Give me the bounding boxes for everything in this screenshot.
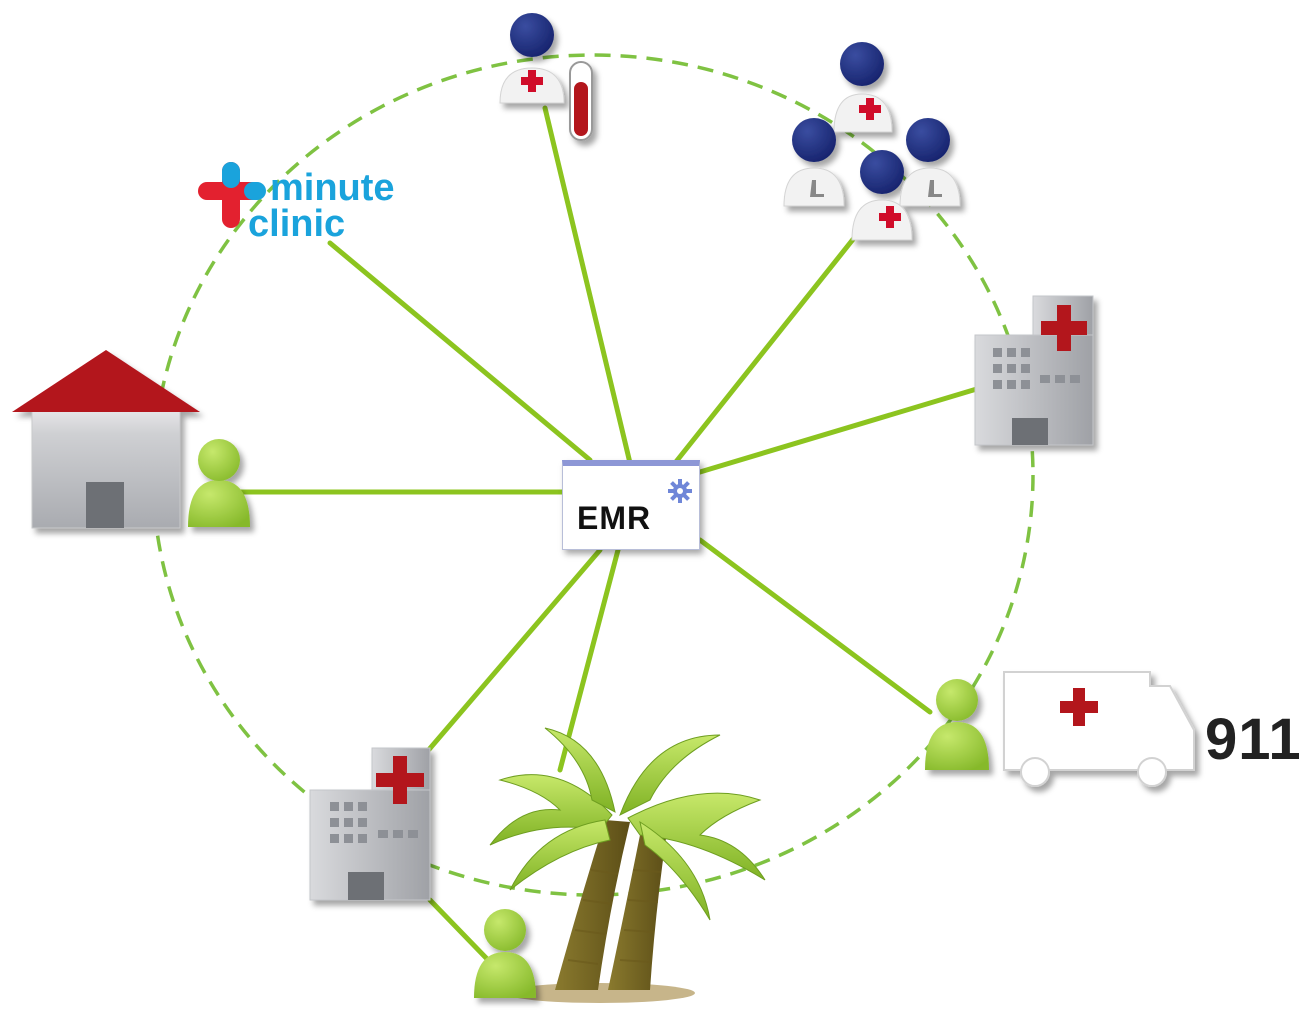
doctor-figure [833,42,893,133]
minute-clinic-line2: clinic [248,203,346,245]
hospital-right-node [974,295,1094,446]
lab-technician-node [499,13,593,141]
person-icon [188,439,250,527]
connector-hospital-right [697,385,983,475]
connector-lines [237,105,983,965]
emr-label: EMR [577,500,652,536]
doctor-figure [851,150,913,241]
connector-lab [542,105,633,466]
doctor-head [510,13,554,57]
connector-hospital-left [417,547,603,763]
minute-clinic-line1: minute [270,167,395,209]
minute-clinic-logo [198,162,266,228]
doctor-figure [899,118,961,207]
person-icon [474,909,536,998]
home-node [12,350,250,529]
hospital-door [1012,418,1048,445]
person-icon [925,679,989,770]
gear-icon [668,479,692,503]
connector-care-team [672,225,865,466]
emr-system-box: EMR [562,460,700,550]
ambulance-node [925,671,1195,787]
connector-minute-clinic [327,240,593,463]
hospital-left-node [309,747,431,901]
connector-vacation-person [427,897,493,965]
connector-vacation [557,547,621,773]
connector-ambulance [697,537,933,715]
palm-tree-icon [489,727,766,990]
windows [330,802,418,843]
hospital-door [348,872,384,900]
ambulance-icon [1003,671,1195,787]
blood-vial-icon [569,61,593,141]
house-door [86,482,124,528]
doctor-figure [783,118,845,207]
vacation-node [474,727,766,1003]
house-roof [12,350,200,412]
windows [993,348,1080,389]
dashed-ring [151,53,1035,897]
emergency-number: 911 [1205,707,1302,772]
house-icon [12,350,200,529]
care-team-node [783,42,961,241]
